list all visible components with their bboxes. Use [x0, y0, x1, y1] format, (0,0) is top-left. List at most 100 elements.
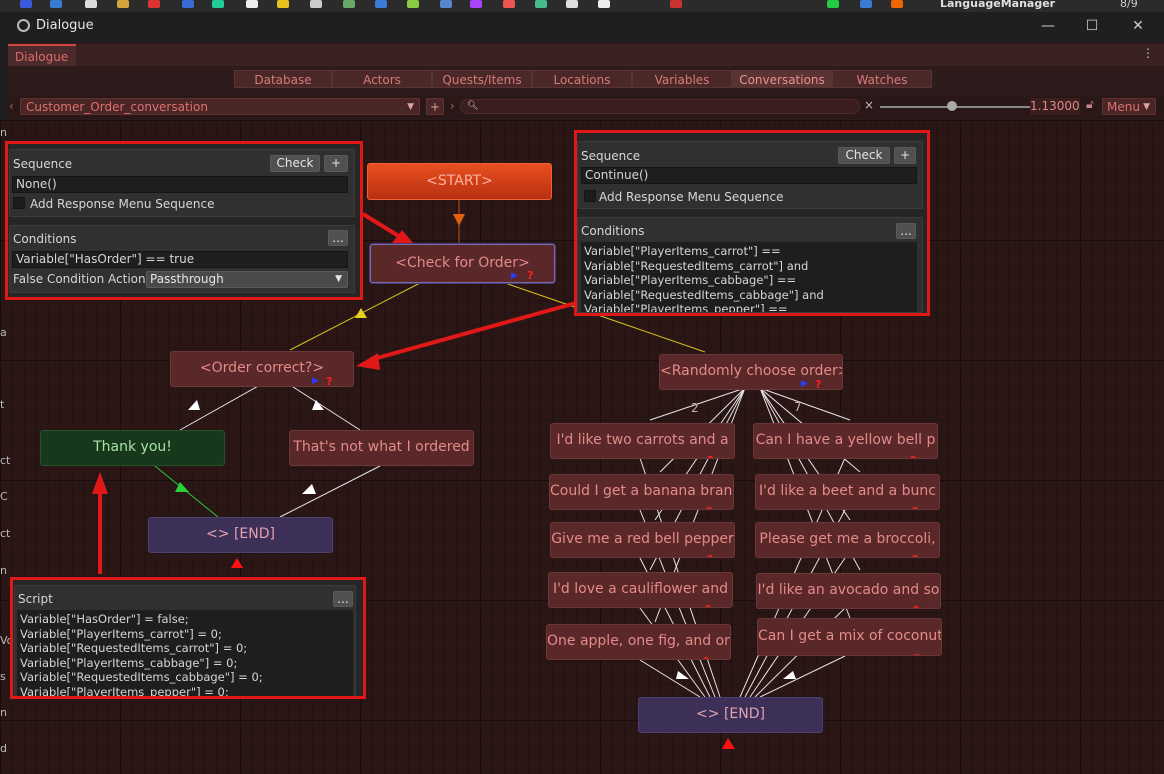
app-icon[interactable] [277, 0, 289, 8]
maximize-button[interactable]: ☐ [1085, 18, 1099, 34]
add-response-label: Add Response Menu Sequence [599, 190, 784, 204]
sequence-field[interactable]: Continue() [581, 167, 917, 184]
app-icon[interactable] [212, 0, 224, 8]
app-icon[interactable] [375, 0, 387, 8]
app-icon[interactable] [343, 0, 355, 8]
play-icon: ▶ [511, 271, 518, 281]
app-icon[interactable] [860, 0, 872, 8]
order-node[interactable]: Could I get a banana branc ? ⇒ [549, 474, 734, 510]
menu-dropdown[interactable]: Menu ▼ [1102, 98, 1156, 115]
order-correct-node[interactable]: <Order correct?> ▶ ? [170, 351, 354, 387]
lock-icon[interactable]: 🔓︎ [1086, 97, 1094, 111]
order-node[interactable]: One apple, one fig, and on ? ⇒ [546, 624, 731, 660]
clear-search-icon[interactable]: × [864, 98, 875, 112]
link-arrow-icon: ⇒ [928, 641, 936, 655]
app-icon[interactable] [20, 0, 32, 8]
link-arrow-icon: ⇒ [927, 594, 935, 608]
order-node[interactable]: I'd like an avocado and so ? ⇒ [756, 573, 941, 609]
end-node-right-label: <> [END] [696, 706, 765, 722]
app-icon[interactable] [440, 0, 452, 8]
end-node-right[interactable]: <> [END] [638, 697, 823, 733]
add-sequence-button[interactable]: + [894, 147, 916, 164]
sequence-field[interactable]: None() [12, 176, 348, 193]
app-icon[interactable] [827, 0, 839, 8]
order-node[interactable]: I'd like a beet and a bunc ? ⇒ [755, 474, 940, 510]
start-node-label: <START> [426, 173, 493, 189]
link-arrow-icon: ⇒ [720, 495, 728, 509]
minimize-button[interactable]: — [1041, 18, 1055, 34]
order-node-label: Can I get a mix of coconut [758, 628, 942, 644]
false-condition-select[interactable]: Passthrough ▼ [146, 271, 348, 288]
tab-variables[interactable]: Variables [632, 70, 732, 88]
dialogue-panel-tab[interactable]: Dialogue [8, 44, 76, 66]
tab-watches[interactable]: Watches [832, 70, 932, 88]
question-mark-icon: ? [326, 375, 333, 387]
conversation-select[interactable]: Customer_Order_conversation ▼ [20, 98, 420, 115]
thank-you-node[interactable]: Thank you! ⇒ [40, 430, 225, 466]
inspector-randomly-choose: Sequence Check + Continue() Add Response… [576, 133, 928, 315]
check-sequence-button[interactable]: Check [838, 147, 890, 164]
conditions-more-button[interactable]: ... [896, 223, 916, 239]
add-response-checkbox[interactable] [584, 190, 596, 202]
check-sequence-button[interactable]: Check [270, 155, 320, 172]
script-code[interactable]: Variable["HasOrder"] = false; Variable["… [17, 610, 353, 696]
script-more-button[interactable]: ... [333, 591, 353, 607]
app-icon[interactable] [246, 0, 258, 8]
check-for-order-node[interactable]: <Check for Order> ▶ ? [370, 244, 555, 283]
sequence-section: Sequence Check + Continue() Add Response… [577, 141, 923, 209]
order-node[interactable]: I'd love a cauliflower and ? ⇒ [548, 572, 733, 608]
app-icon[interactable] [407, 0, 419, 8]
app-icon[interactable] [891, 0, 903, 8]
add-sequence-button[interactable]: + [324, 155, 348, 172]
tab-database[interactable]: Database [234, 70, 332, 88]
database-tabs: Database Actors Quests/Items Locations V… [8, 66, 1164, 90]
link-arrow-icon: ⇒ [926, 495, 934, 509]
app-icon[interactable] [182, 0, 194, 8]
conditions-more-button[interactable]: ... [328, 230, 348, 246]
gear-icon [17, 19, 30, 32]
more-options-icon[interactable]: ⋮ [1142, 46, 1154, 60]
app-icon[interactable] [470, 0, 482, 8]
app-icon[interactable] [503, 0, 515, 8]
conditions-section: Conditions ... Variable["PlayerItems_car… [577, 217, 923, 313]
order-node[interactable]: Please get me a broccoli, ? ⇒ [755, 522, 940, 558]
app-icon[interactable] [85, 0, 97, 8]
tab-quests-items[interactable]: Quests/Items [432, 70, 532, 88]
app-icon[interactable] [535, 0, 547, 8]
question-mark-icon: ? [912, 543, 918, 557]
taskbar-app-label[interactable]: LanguageManager [940, 0, 1056, 10]
tab-locations[interactable]: Locations [532, 70, 632, 88]
conditions-field[interactable]: Variable["HasOrder"] == true [12, 251, 348, 268]
app-icon[interactable] [670, 0, 682, 8]
app-icon[interactable] [50, 0, 62, 8]
randomly-choose-node[interactable]: <Randomly choose order> ▶ ? [659, 354, 843, 390]
add-response-checkbox[interactable] [13, 197, 25, 209]
order-correct-label: <Order correct?> [199, 360, 325, 376]
app-icon[interactable] [566, 0, 578, 8]
forward-arrow-icon[interactable]: › [450, 99, 455, 113]
app-icon[interactable] [310, 0, 322, 8]
end-node-left[interactable]: <> [END] [148, 517, 333, 553]
search-input[interactable]: 🔍︎ [460, 99, 860, 114]
order-node[interactable]: Can I have a yellow bell p ? ⇒ [753, 423, 938, 459]
conditions-code[interactable]: Variable["PlayerItems_carrot"] == Variab… [581, 242, 917, 312]
close-button[interactable]: ✕ [1132, 18, 1144, 34]
inspector-end-script: Script ... Variable["HasOrder"] = false;… [12, 580, 364, 696]
zoom-slider-handle[interactable] [947, 101, 957, 111]
play-icon: ▶ [312, 376, 319, 386]
app-icon[interactable] [598, 0, 610, 8]
check-for-order-label: <Check for Order> [395, 255, 530, 271]
order-node-label: I'd love a cauliflower and [552, 581, 729, 597]
order-node[interactable]: I'd like two carrots and a ? ⇒ [550, 423, 735, 459]
tab-actors[interactable]: Actors [332, 70, 432, 88]
tab-conversations[interactable]: Conversations [732, 70, 832, 88]
app-icon[interactable] [117, 0, 129, 8]
app-icon[interactable] [148, 0, 160, 8]
start-node[interactable]: <START> [367, 163, 552, 200]
back-arrow-icon[interactable]: ‹ [9, 99, 14, 113]
add-conversation-button[interactable]: + [426, 98, 444, 115]
zoom-value-field[interactable]: 1.13000 [1030, 98, 1080, 115]
order-node[interactable]: Give me a red bell pepper ? ⇒ [550, 522, 735, 558]
order-node[interactable]: Can I get a mix of coconut ? ⇒ [757, 618, 942, 656]
not-ordered-node[interactable]: That's not what I ordered ⇒ [289, 430, 474, 466]
